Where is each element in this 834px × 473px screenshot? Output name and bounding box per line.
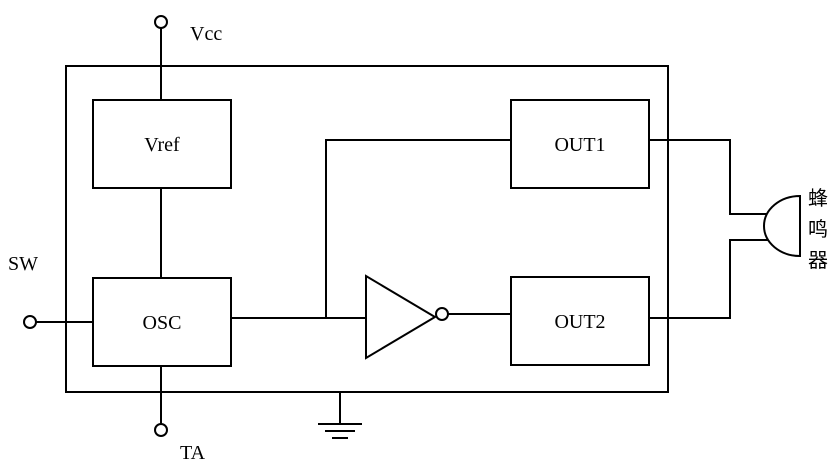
chip-outline xyxy=(65,65,669,393)
out1-feed-wire xyxy=(325,139,511,318)
out1-buzzer-wire xyxy=(649,139,768,215)
vcc-label: Vcc xyxy=(190,23,222,45)
buzzer-char-3: 器 xyxy=(808,248,828,272)
out1-label: OUT1 xyxy=(554,134,605,156)
vcc-terminal xyxy=(154,15,168,29)
out2-label: OUT2 xyxy=(554,311,605,333)
osc-block xyxy=(92,277,232,367)
vref-block xyxy=(92,99,232,189)
out2-block xyxy=(510,276,650,366)
sw-terminal xyxy=(23,315,37,329)
out1-block xyxy=(510,99,650,189)
buzzer-symbol xyxy=(763,194,801,258)
osc-label: OSC xyxy=(143,312,182,334)
out2-buzzer-wire xyxy=(649,239,768,319)
buzzer-char-2: 鸣 xyxy=(808,217,828,241)
inverter-bubble xyxy=(435,307,449,321)
ground-symbol xyxy=(318,423,362,439)
inverter-triangle xyxy=(365,274,437,360)
ta-terminal xyxy=(154,423,168,437)
buzzer-char-1: 蜂 xyxy=(808,186,828,210)
sw-label: SW xyxy=(8,253,38,275)
ta-label: TA xyxy=(180,442,206,464)
vref-label: Vref xyxy=(144,134,180,156)
